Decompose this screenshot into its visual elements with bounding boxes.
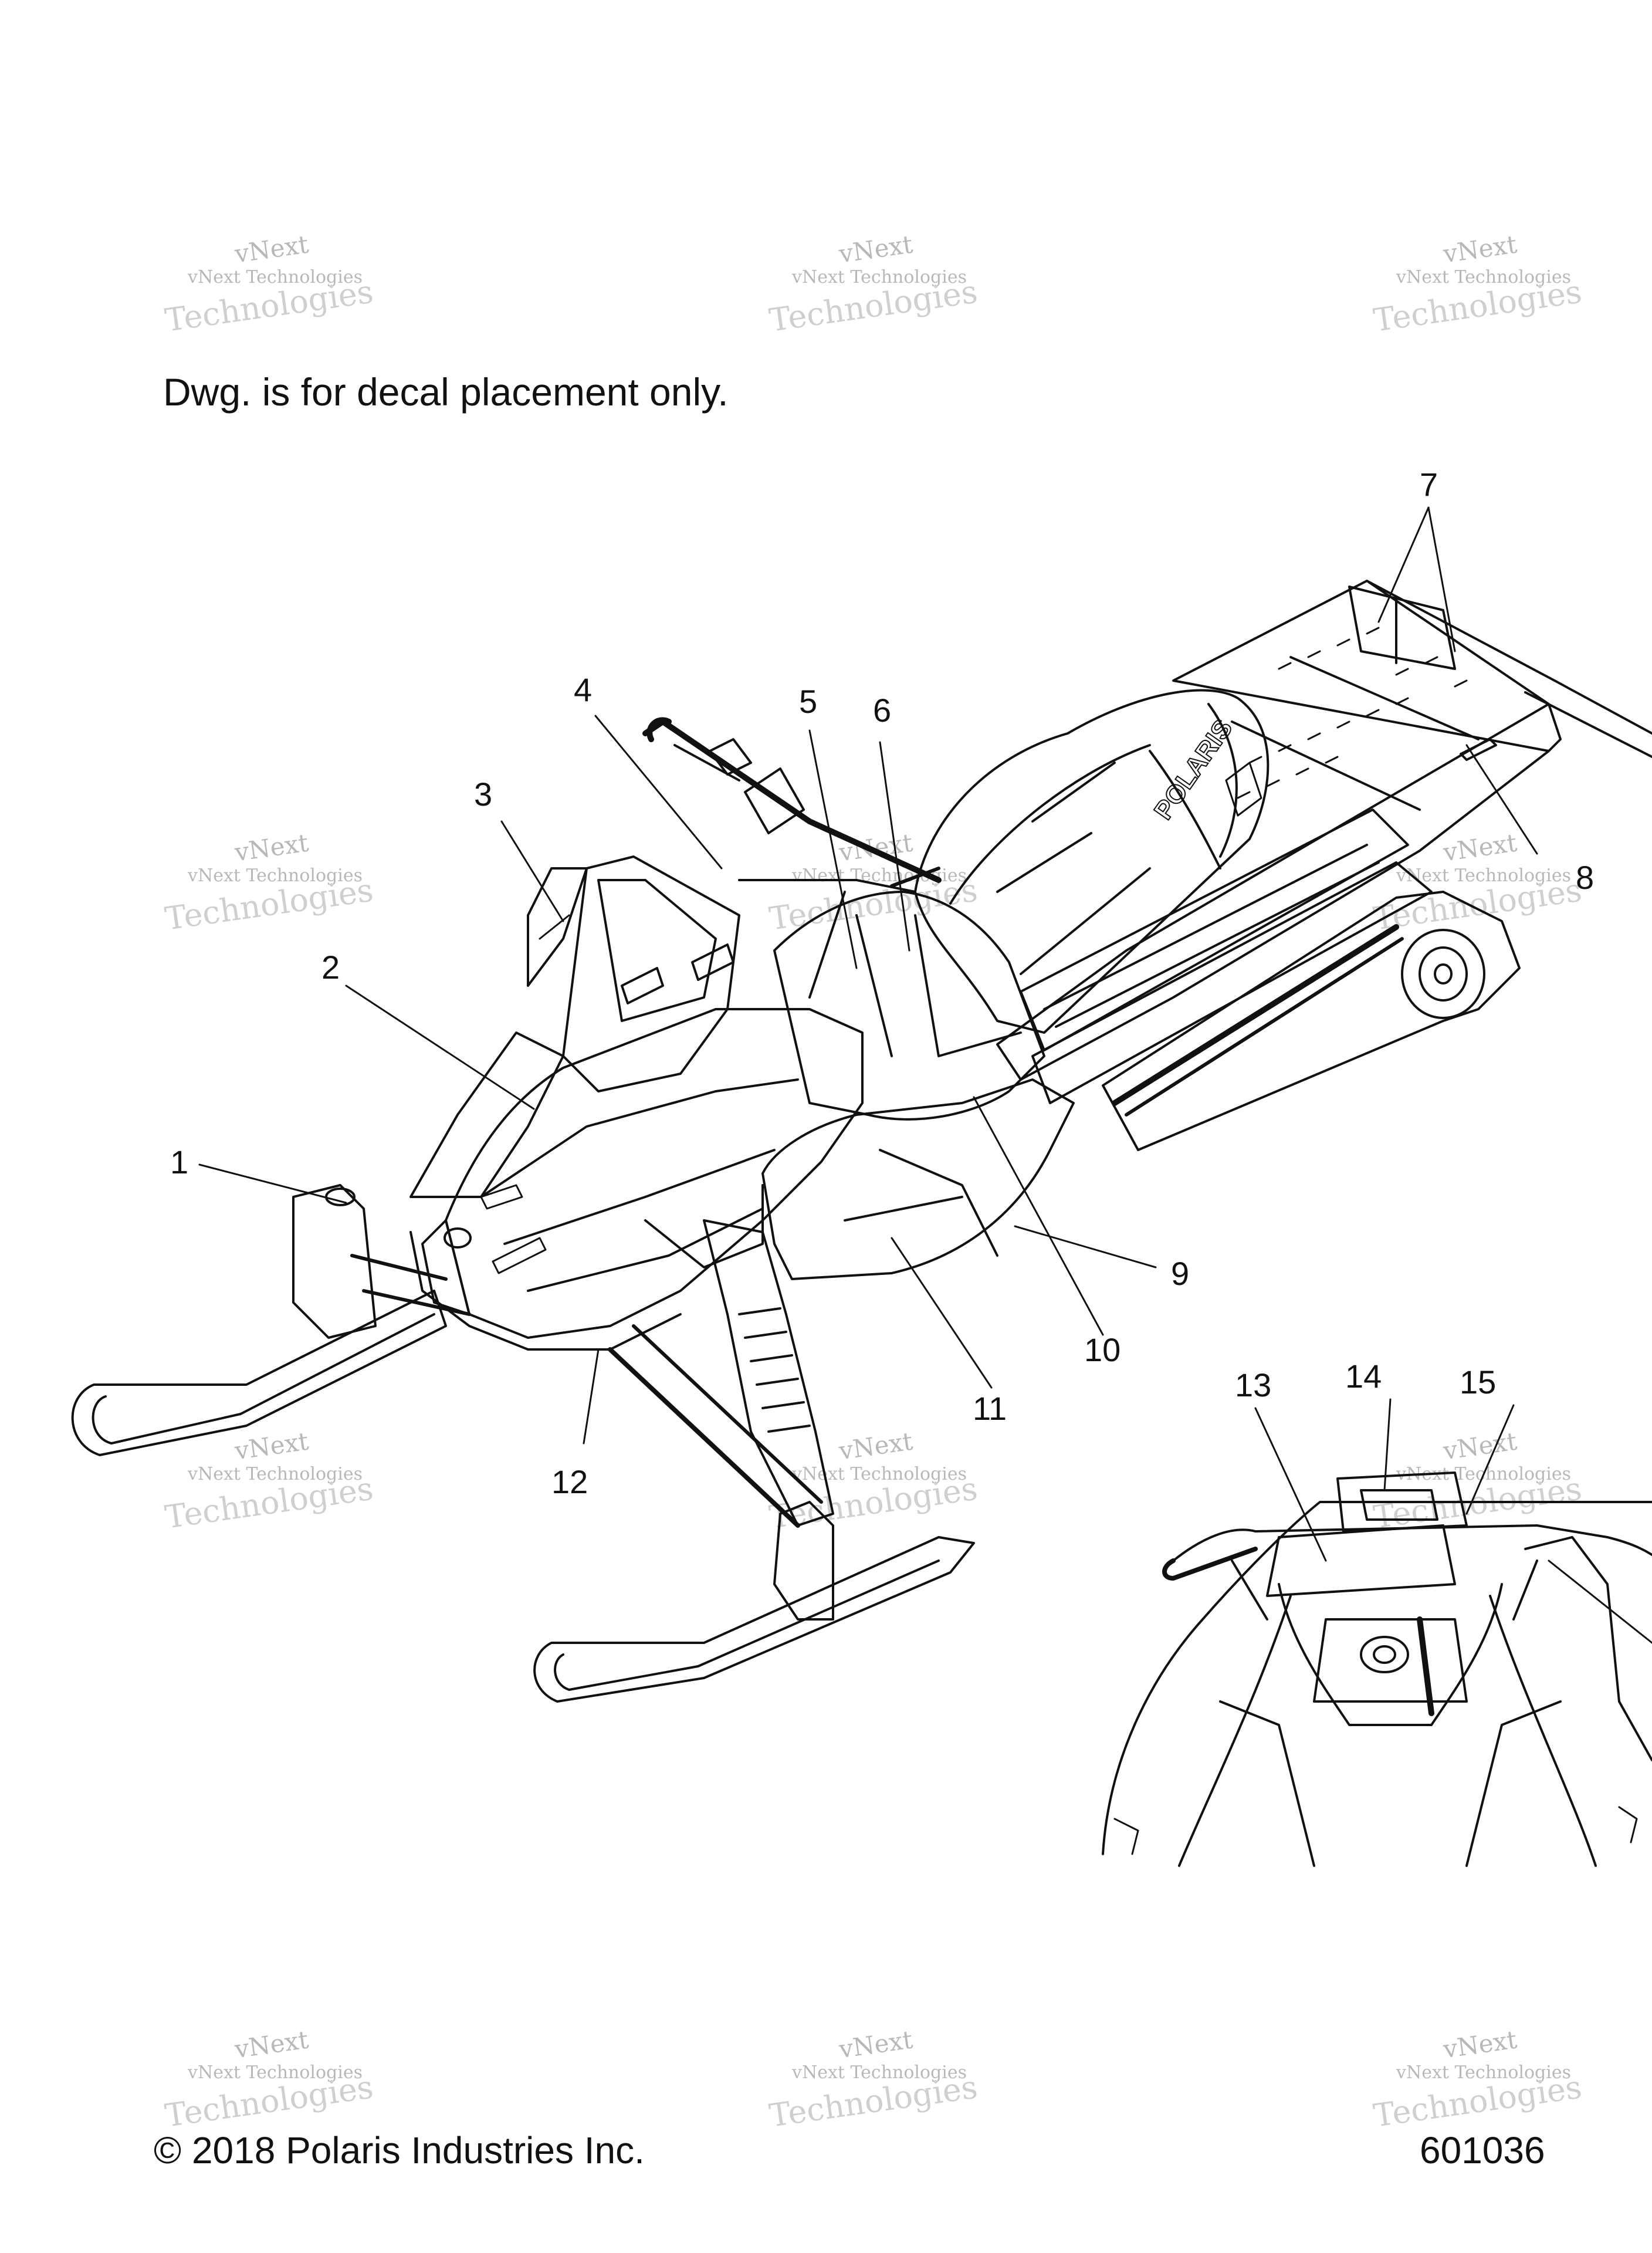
watermark-line2: vNext Technologies [188,1464,363,1484]
callout-15: 15 [1460,1364,1496,1400]
callout-7: 7 [1420,466,1438,503]
callout-2: 2 [321,949,340,986]
drawing-number: 601036 [1420,2129,1545,2171]
callout-10: 10 [1084,1331,1120,1368]
side-panels [738,867,1075,1280]
rear-suspension [1102,891,1521,1151]
callout-11: 11 [973,1390,1007,1427]
watermark-line2: vNext Technologies [1396,267,1572,287]
watermark: vNext vNext Technologies Technologies [163,229,434,352]
watermark-line2: vNext Technologies [188,865,363,886]
callout-3: 3 [474,776,492,813]
seat [914,689,1270,1034]
watermark-line2: vNext Technologies [188,267,363,287]
watermark-line2: vNext Technologies [792,2062,967,2083]
callout-8: 8 [1576,859,1594,896]
callout-14: 14 [1345,1358,1382,1395]
watermark: vNext vNext Technologies Technologies [1371,2025,1643,2147]
watermark: vNext vNext Technologies Technologies [163,1426,434,1549]
watermark: vNext vNext Technologies Technologies [163,2025,434,2147]
inset-cockpit-view [1102,1471,1652,1867]
copyright-text: © 2018 Polaris Industries Inc. [154,2129,645,2171]
watermark: vNext vNext Technologies Technologies [767,1426,1038,1549]
hood [409,855,864,1351]
drawing-note: Dwg. is for decal placement only. [163,370,729,414]
callout-6: 6 [873,692,891,729]
front-suspension [71,1184,975,1703]
callout-1: 1 [170,1144,188,1180]
watermark-line2: vNext Technologies [792,267,967,287]
callout-5: 5 [799,683,817,720]
watermark-line2: vNext Technologies [1396,865,1572,886]
watermark-line2: vNext Technologies [188,2062,363,2083]
callout-12: 12 [551,1463,588,1500]
watermark-line2: vNext Technologies [792,1464,967,1484]
watermark: vNext vNext Technologies Technologies [767,229,1038,352]
callout-9: 9 [1171,1255,1189,1292]
watermark: vNext vNext Technologies Technologies [163,828,434,950]
watermark-line2: vNext Technologies [1396,2062,1572,2083]
watermark: vNext vNext Technologies Technologies [767,2025,1038,2147]
tunnel [996,580,1652,1104]
handlebar [642,717,942,883]
watermark: vNext vNext Technologies Technologies [1371,828,1643,950]
callout-13: 13 [1235,1366,1271,1403]
callout-leaders [198,506,1652,1644]
watermark: vNext vNext Technologies Technologies [1371,229,1643,352]
callout-4: 4 [574,671,592,708]
